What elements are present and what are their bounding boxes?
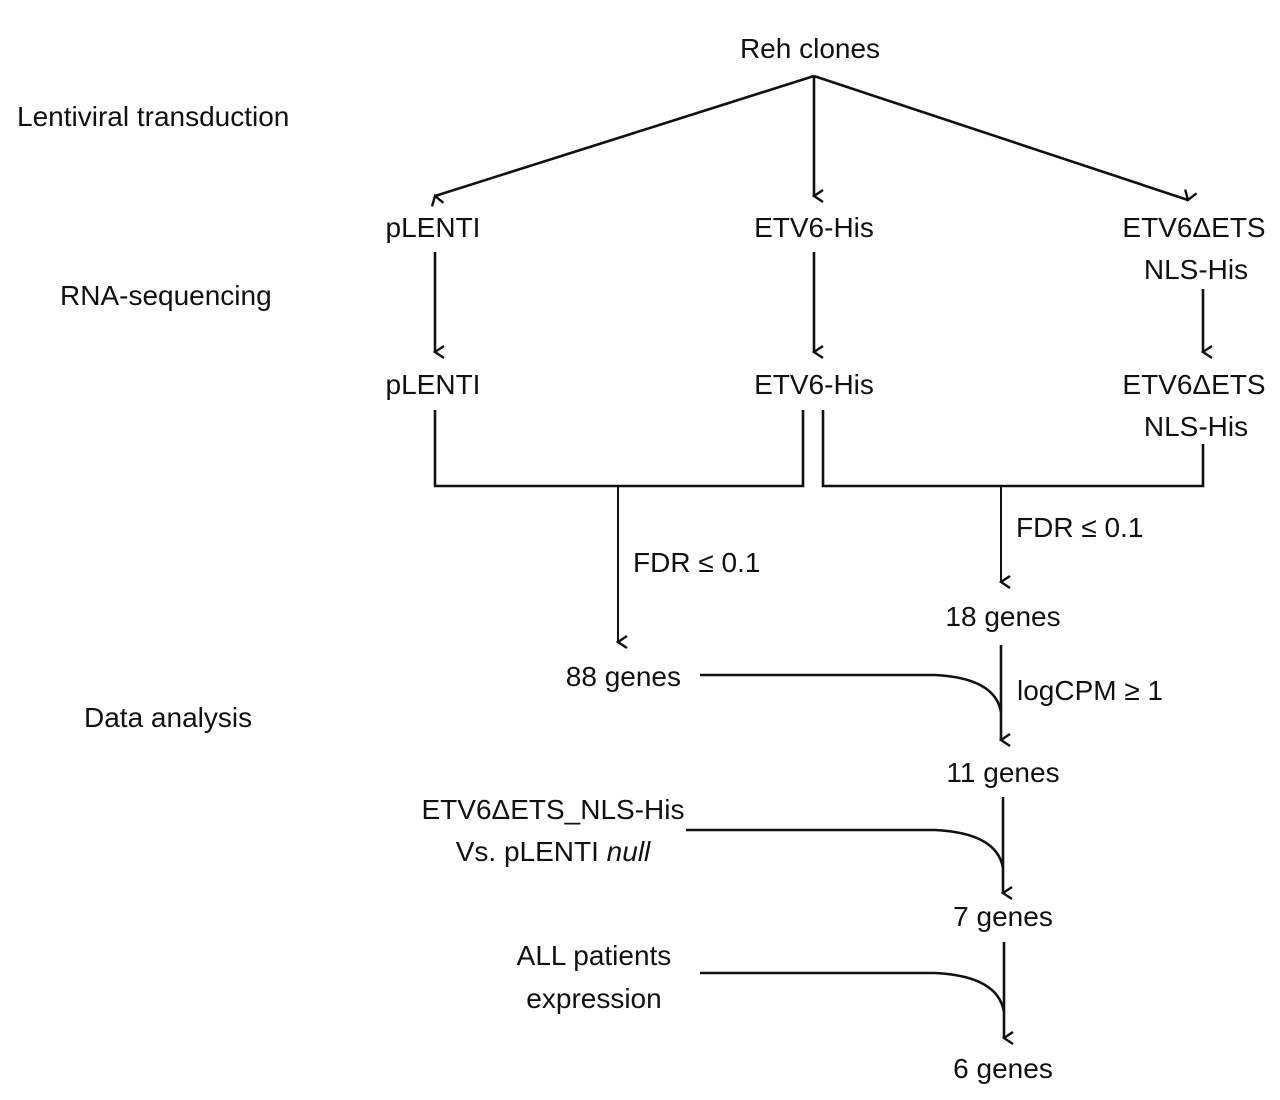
side-input-patients-line2: expression [526, 983, 662, 1014]
stage-label-sequencing: RNA-sequencing [60, 280, 272, 311]
result-6-genes: 6 genes [953, 1053, 1053, 1084]
side-input-comparison-line1: ETV6ΔETS_NLS-His [421, 794, 685, 825]
result-11-genes: 11 genes [946, 757, 1060, 788]
root-node-reh-clones: Reh clones [739, 33, 881, 64]
merge-patients [700, 971, 1006, 1013]
arrow-reh-to-plenti [435, 74, 815, 196]
result-88-genes: 88 genes [565, 661, 681, 692]
comparison-null-italic: null [606, 836, 651, 867]
side-input-patients-line1: ALL patients [516, 940, 672, 971]
node-etv6-dets-sequenced-line2: NLS-His [1143, 411, 1249, 442]
node-etv6-dets-sequenced-line1: ETV6ΔETS [1122, 369, 1266, 400]
merge-comparison [686, 828, 1005, 869]
node-plenti-sequenced: pLENTI [385, 369, 481, 400]
arrow-reh-to-etv6-dets [813, 74, 1188, 200]
node-etv6-his-sequenced: ETV6-His [754, 369, 874, 400]
result-18-genes: 18 genes [945, 601, 1061, 632]
node-etv6-dets-transduced-line1: ETV6ΔETS [1122, 212, 1266, 243]
side-input-comparison-line2: Vs. pLENTI null [456, 836, 651, 868]
result-7-genes: 7 genes [953, 901, 1053, 932]
node-etv6-dets-transduced-line2: NLS-His [1143, 254, 1249, 285]
bracket-etv6-his-vs-etv6-dets [821, 410, 1205, 488]
bracket-plenti-vs-etv6-his [433, 410, 805, 488]
node-etv6-his-transduced: ETV6-His [754, 212, 874, 243]
stage-label-transduction: Lentiviral transduction [17, 101, 290, 132]
node-plenti-transduced: pLENTI [385, 212, 481, 243]
merge-88-genes [700, 673, 1003, 713]
filter-fdr-right: FDR ≤ 0.1 [1016, 512, 1144, 543]
stage-label-analysis: Data analysis [84, 702, 253, 733]
comparison-prefix: Vs. pLENTI [455, 836, 607, 867]
filter-logcpm: logCPM ≥ 1 [1017, 675, 1164, 706]
filter-fdr-left: FDR ≤ 0.1 [633, 547, 761, 578]
